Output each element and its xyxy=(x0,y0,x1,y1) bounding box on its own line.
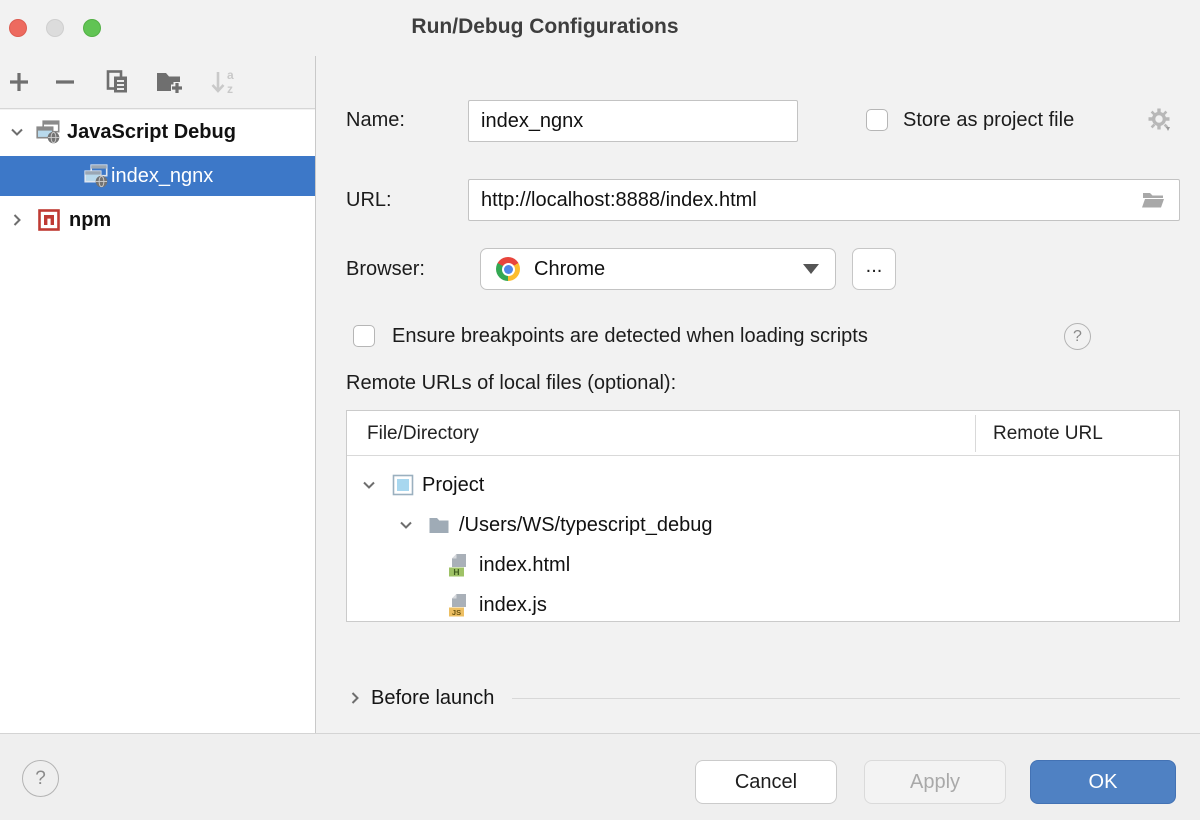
table-row[interactable]: JS index.js xyxy=(347,585,1177,625)
ensure-breakpoints-checkbox[interactable] xyxy=(353,325,375,347)
table-row[interactable]: H index.html xyxy=(347,545,1177,585)
configurations-toolbar: a z xyxy=(0,56,315,109)
close-window-button[interactable] xyxy=(9,19,27,37)
column-divider[interactable] xyxy=(975,415,976,452)
before-launch-section[interactable]: Before launch xyxy=(346,678,1180,718)
table-row[interactable]: /Users/WS/typescript_debug xyxy=(347,505,1177,545)
tree-item-label: npm xyxy=(69,208,112,231)
table-row[interactable]: Project xyxy=(347,465,1177,505)
remote-urls-label: Remote URLs of local files (optional): xyxy=(346,372,677,394)
help-button[interactable]: ? xyxy=(22,760,59,797)
dialog-footer: ? Cancel Apply OK xyxy=(0,733,1200,820)
row-label: index.js xyxy=(479,593,547,616)
browser-select[interactable]: Chrome xyxy=(480,248,836,290)
remove-icon[interactable] xyxy=(51,68,79,96)
tree-item-index-ngnx[interactable]: index_ngnx xyxy=(0,156,315,196)
browser-label: Browser: xyxy=(346,258,425,280)
svg-text:a: a xyxy=(227,68,234,82)
html-file-icon: H xyxy=(448,553,468,577)
chevron-down-icon[interactable] xyxy=(360,476,378,494)
chrome-icon xyxy=(496,257,520,281)
before-launch-label: Before launch xyxy=(371,686,495,709)
panel-divider[interactable] xyxy=(315,56,316,733)
url-label: URL: xyxy=(346,189,392,211)
svg-text:JS: JS xyxy=(452,608,461,617)
column-header-remote-url[interactable]: Remote URL xyxy=(993,423,1103,444)
chevron-right-icon[interactable] xyxy=(346,689,364,707)
row-label: /Users/WS/typescript_debug xyxy=(459,513,713,536)
npm-icon xyxy=(37,208,61,232)
store-as-project-file-checkbox[interactable] xyxy=(866,109,888,131)
ensure-breakpoints-label: Ensure breakpoints are detected when loa… xyxy=(392,325,868,347)
svg-text:z: z xyxy=(227,82,233,96)
name-input[interactable] xyxy=(468,100,798,142)
name-label: Name: xyxy=(346,109,405,131)
sort-alphabetically-icon: a z xyxy=(209,68,237,96)
gear-icon[interactable] xyxy=(1146,106,1176,136)
tree-item-label: JavaScript Debug xyxy=(67,120,236,143)
javascript-debug-icon xyxy=(35,119,61,145)
minimize-window-button xyxy=(46,19,64,37)
row-label: index.html xyxy=(479,553,571,576)
store-as-project-file-label: Store as project file xyxy=(903,109,1075,131)
configurations-tree: JavaScript Debug index_ngnx xyxy=(0,110,315,733)
zoom-window-button[interactable] xyxy=(83,19,101,37)
chevron-right-icon[interactable] xyxy=(8,211,26,229)
apply-button: Apply xyxy=(864,760,1006,804)
folder-icon xyxy=(428,515,450,535)
new-folder-icon[interactable] xyxy=(155,68,183,96)
chevron-down-icon[interactable] xyxy=(397,516,415,534)
row-label: Project xyxy=(422,473,485,496)
project-icon xyxy=(392,474,414,496)
configuration-form: Name: Store as project file URL: Brow xyxy=(316,56,1200,733)
tree-item-label: index_ngnx xyxy=(111,164,214,187)
help-icon[interactable]: ? xyxy=(1064,323,1091,350)
remote-urls-table: File/Directory Remote URL Project xyxy=(346,410,1180,622)
url-input[interactable] xyxy=(468,179,1180,221)
js-file-icon: JS xyxy=(448,593,468,617)
cancel-button[interactable]: Cancel xyxy=(695,760,837,804)
dialog-title: Run/Debug Configurations xyxy=(411,15,679,38)
ok-button[interactable]: OK xyxy=(1030,760,1176,804)
add-icon[interactable] xyxy=(5,68,33,96)
svg-text:H: H xyxy=(453,567,459,577)
title-bar: Run/Debug Configurations xyxy=(0,0,1200,56)
tree-item-npm[interactable]: npm xyxy=(0,200,315,240)
tree-item-javascript-debug[interactable]: JavaScript Debug xyxy=(0,112,315,152)
copy-icon[interactable] xyxy=(103,68,131,96)
section-divider xyxy=(512,697,1180,699)
browser-value: Chrome xyxy=(534,257,606,280)
browser-more-button[interactable]: ... xyxy=(852,248,896,290)
table-header: File/Directory Remote URL xyxy=(347,411,1179,456)
chevron-down-icon[interactable] xyxy=(8,123,26,141)
javascript-debug-icon xyxy=(83,163,109,189)
column-header-file-directory[interactable]: File/Directory xyxy=(367,423,479,444)
browse-folder-icon[interactable] xyxy=(1140,188,1166,212)
dropdown-arrow-icon xyxy=(803,264,819,274)
